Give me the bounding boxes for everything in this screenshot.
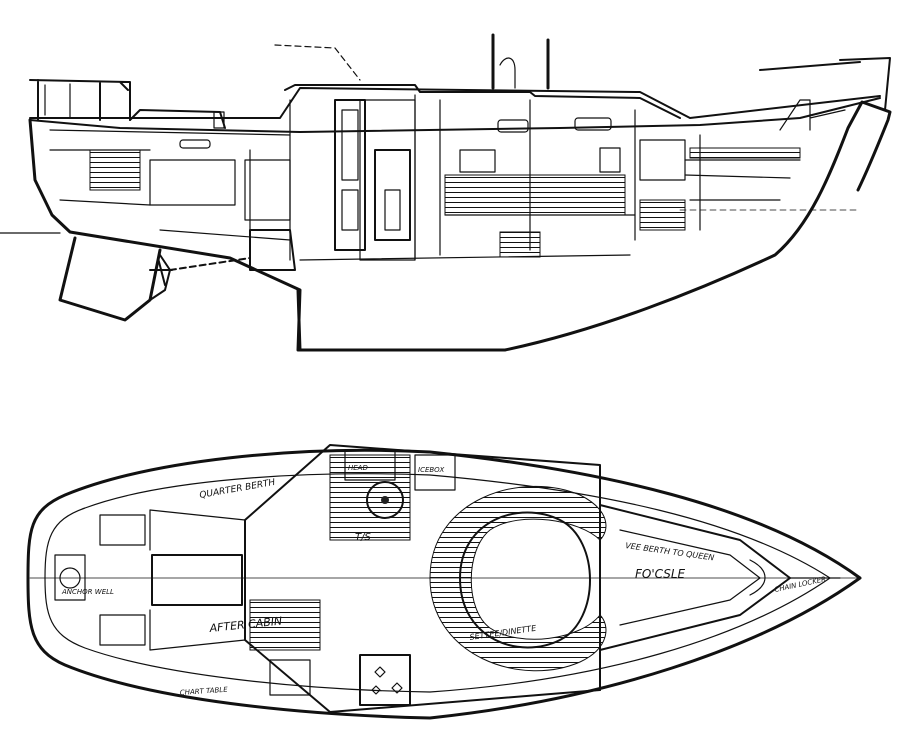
- portlight: [179, 139, 211, 149]
- rudder: [58, 236, 162, 322]
- plan-view: QUARTER BERTH AFTER CABIN FO'CSLE VEE BE…: [26, 444, 862, 720]
- door-panel: [341, 109, 359, 181]
- mast: [491, 33, 550, 90]
- dodger: [274, 44, 361, 81]
- propeller: [149, 257, 173, 286]
- winch: [213, 111, 225, 129]
- quarter-berth-plan: [149, 509, 246, 651]
- locker-hatched: [499, 231, 541, 258]
- prop-shaft: [169, 257, 251, 271]
- profile-view: [0, 33, 892, 352]
- cabin-house: [284, 84, 681, 119]
- companionway-door: [334, 99, 366, 251]
- cockpit: [129, 109, 226, 129]
- bulkhead-door: [374, 149, 411, 241]
- stove: [359, 654, 411, 706]
- settee-back: [459, 149, 496, 173]
- bow-pulpit: [759, 57, 891, 111]
- keel: [296, 288, 302, 352]
- stern-rail: [44, 83, 71, 119]
- bow-details: [779, 99, 846, 131]
- label-icebox: ICEBOX: [418, 466, 444, 474]
- cockpit-seat: [99, 614, 146, 646]
- doorway: [359, 99, 416, 261]
- galley-counter: [329, 454, 411, 541]
- sink: [366, 481, 404, 519]
- cabin-house-plan: [244, 444, 601, 713]
- forward-locker: [689, 147, 801, 159]
- anchor-locker: [749, 559, 841, 596]
- portlight: [574, 117, 612, 131]
- settee-u: [429, 485, 607, 672]
- label-chart-table: CHART TABLE: [180, 686, 229, 697]
- locker-hatched: [639, 199, 686, 231]
- portlight: [497, 119, 529, 133]
- door-panel: [384, 189, 401, 231]
- deck-line: [29, 87, 881, 119]
- head-compartment: [344, 449, 396, 481]
- deck-outline: [26, 448, 862, 720]
- locker: [639, 139, 686, 181]
- sink-drain: [381, 496, 389, 504]
- aft-locker-dark: [89, 149, 141, 191]
- settee-back: [599, 147, 621, 173]
- nav-station: [249, 599, 321, 651]
- mast-hardware: [499, 57, 516, 89]
- stern-pulpit: [29, 79, 131, 121]
- stove-burners: [371, 666, 403, 695]
- engine: [249, 229, 296, 271]
- cockpit-seat: [99, 514, 146, 546]
- helm: [59, 567, 81, 589]
- v-berth-cushion: [619, 529, 761, 626]
- aft-details: [49, 129, 291, 241]
- sheer-line: [29, 97, 881, 133]
- chart-table: [269, 659, 311, 696]
- v-berth: [684, 159, 801, 201]
- label-head: HEAD: [348, 464, 368, 472]
- cockpit-well: [151, 554, 243, 606]
- lazarette: [54, 554, 86, 601]
- engine-box: [244, 159, 291, 221]
- locker-plan: [414, 454, 456, 491]
- label-anchor-well: ANCHOR WELL: [61, 588, 114, 596]
- label-ts: T/S: [355, 532, 371, 543]
- door-panel: [341, 189, 359, 231]
- label-foc-sle: FO'CSLE: [635, 567, 686, 581]
- label-vee-berth: VEE BERTH TO QUEEN: [625, 541, 715, 562]
- skeg: [149, 254, 171, 301]
- cabin-sole: [299, 214, 636, 261]
- aft-cabin-berth: [149, 159, 236, 206]
- settee: [444, 174, 626, 216]
- hull-outline: [28, 100, 892, 352]
- v-berth-plan: [599, 504, 791, 651]
